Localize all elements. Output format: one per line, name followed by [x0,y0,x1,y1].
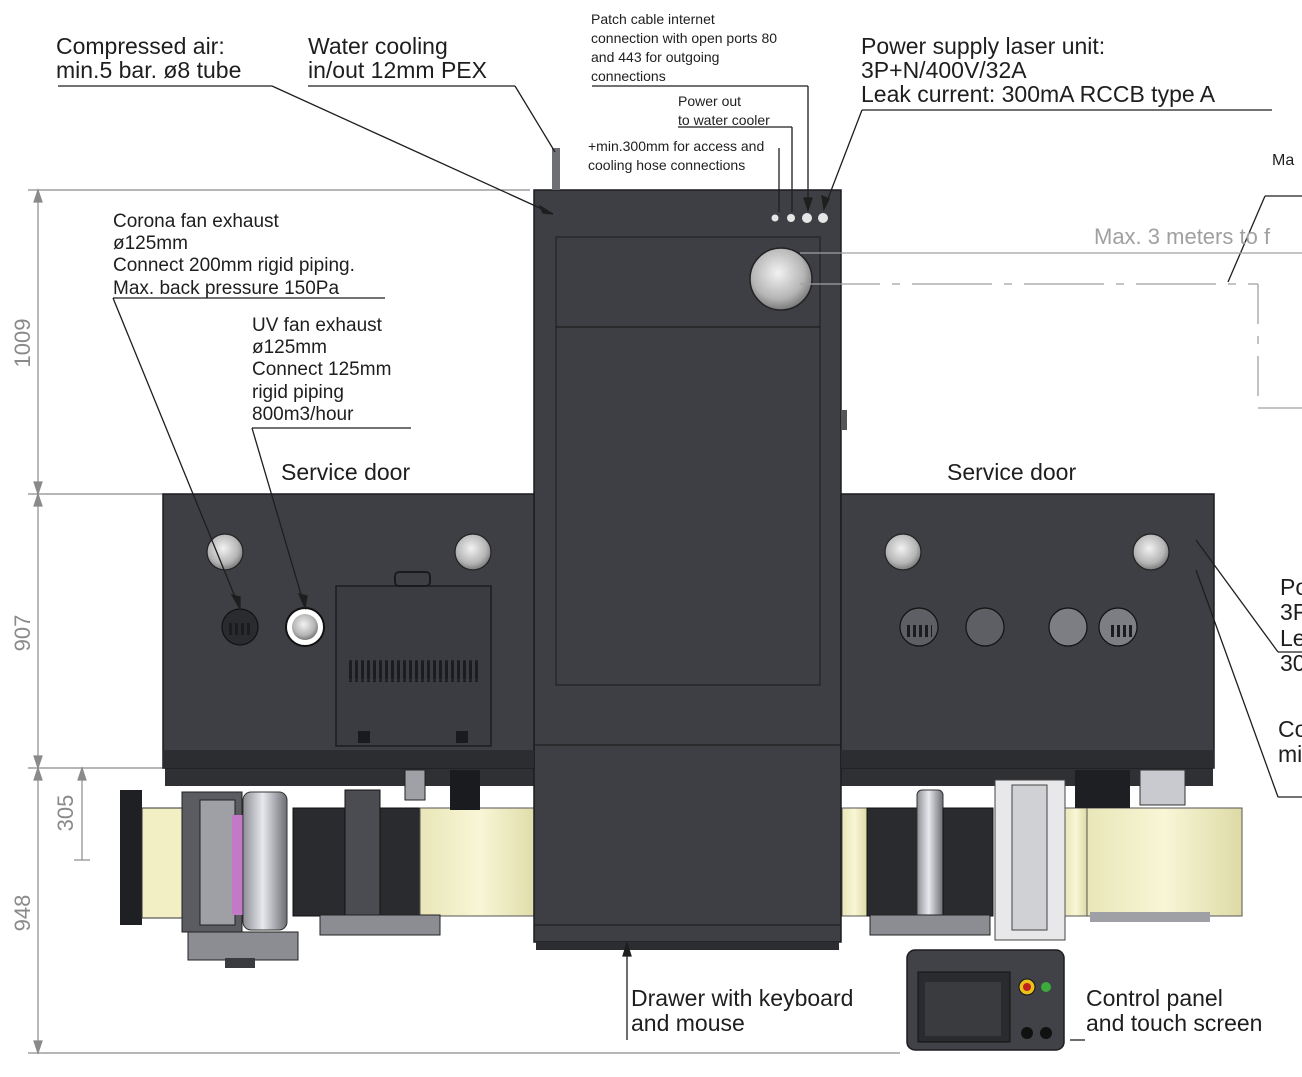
patch-cable-label: Patch cable internet connection with ope… [591,11,778,85]
right-air-label-cut: Co mi [1278,716,1302,768]
dimension-907: 907 [10,614,35,652]
power-supply-label: Power supply laser unit: 3P+N/400V/32A L… [861,33,1216,108]
dimension-1009: 1009 [10,318,35,368]
dimension-lines [28,188,900,1055]
lower-mechanics [120,768,1243,968]
max-top-right-label: Ma [1272,152,1295,169]
service-door-left-label: Service door [281,459,411,485]
left-wing [162,493,535,769]
right-wing [840,493,1215,769]
control-panel-label: Control panel and touch screen [1086,985,1263,1037]
right-power-label-cut: Po 3F Le 30 [1280,574,1302,676]
power-out-label: Power out to water cooler [678,93,770,129]
laser-unit-tower [533,148,847,950]
leader-lines [58,85,1302,1041]
control-panel [906,949,1065,1051]
drawer-label: Drawer with keyboard and mouse [631,985,854,1037]
dimension-305: 305 [53,794,78,832]
water-cooling-label: Water cooling in/out 12mm PEX [308,33,487,84]
corona-fan-label: Corona fan exhaust ø125mm Connect 200mm … [113,211,355,299]
uv-fan-label: UV fan exhaust ø125mm Connect 125mm rigi… [252,315,392,425]
access-clearance-label: +min.300mm for access and cooling hose c… [588,138,765,174]
max-distance-lines [800,252,1302,409]
service-door-right-label: Service door [947,459,1077,485]
dimension-948: 948 [10,894,35,932]
max-distance-label: Max. 3 meters to f [1094,224,1271,249]
compressed-air-label: Compressed air: min.5 bar. ø8 tube [56,33,242,84]
